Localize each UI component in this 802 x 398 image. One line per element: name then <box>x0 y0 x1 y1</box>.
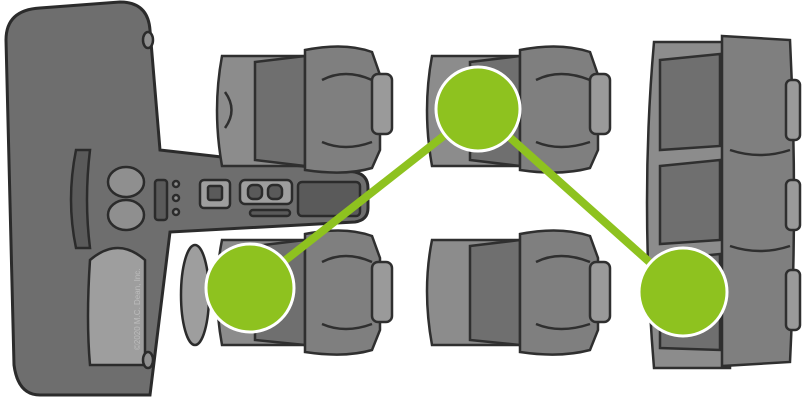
position-markers <box>204 65 729 338</box>
connector-rear-to-third-row <box>474 105 687 296</box>
second-row-seat-bottom <box>425 229 612 356</box>
driver-position-marker <box>204 242 296 334</box>
front-passenger-seat <box>215 45 394 174</box>
copyright-credit: ©2020 M.C. Dean, Inc. <box>133 269 142 351</box>
connector-driver-to-rear <box>246 105 482 292</box>
rear-center-position-marker <box>434 65 522 153</box>
dashboard: ©2020 M.C. Dean, Inc. <box>4 0 370 397</box>
third-row-position-marker <box>637 246 729 338</box>
position-connectors <box>246 105 687 296</box>
